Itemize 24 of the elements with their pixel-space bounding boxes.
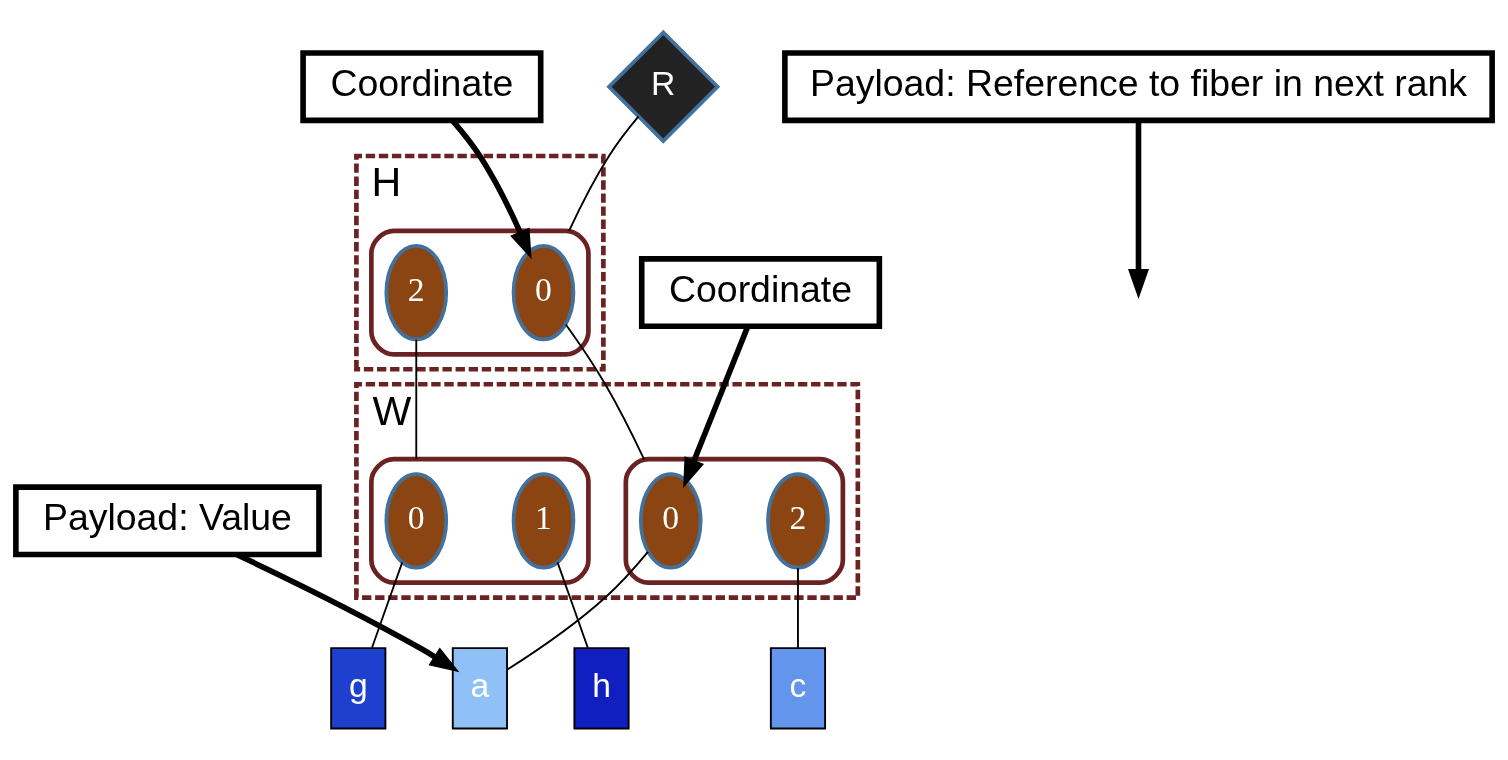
node-box: c bbox=[769, 646, 827, 729]
connector bbox=[556, 560, 589, 649]
connector bbox=[506, 550, 649, 671]
node-ellipse: 0 bbox=[511, 243, 576, 341]
node-box: Coordinate bbox=[638, 255, 883, 329]
node-ellipse: 0 bbox=[638, 471, 703, 569]
connector bbox=[371, 560, 404, 649]
node-box: g bbox=[330, 646, 387, 729]
node-ellipse: 2 bbox=[766, 471, 830, 569]
connector bbox=[415, 338, 418, 460]
connector bbox=[568, 114, 640, 232]
node-box: Payload: Value bbox=[13, 483, 322, 557]
node-diamond: R bbox=[606, 29, 721, 144]
connector bbox=[564, 323, 645, 460]
node-ellipse: 2 bbox=[384, 243, 449, 341]
node-ellipse: 1 bbox=[511, 471, 576, 569]
arrow bbox=[1128, 120, 1149, 299]
cluster bbox=[369, 456, 591, 585]
node-ellipse: 0 bbox=[384, 471, 449, 569]
node-box: a bbox=[451, 646, 508, 729]
node-box: h bbox=[573, 646, 630, 729]
connector bbox=[797, 566, 799, 649]
node-box: Payload: Reference to fiber in next rank bbox=[782, 49, 1495, 123]
node-box: Coordinate bbox=[300, 49, 544, 123]
